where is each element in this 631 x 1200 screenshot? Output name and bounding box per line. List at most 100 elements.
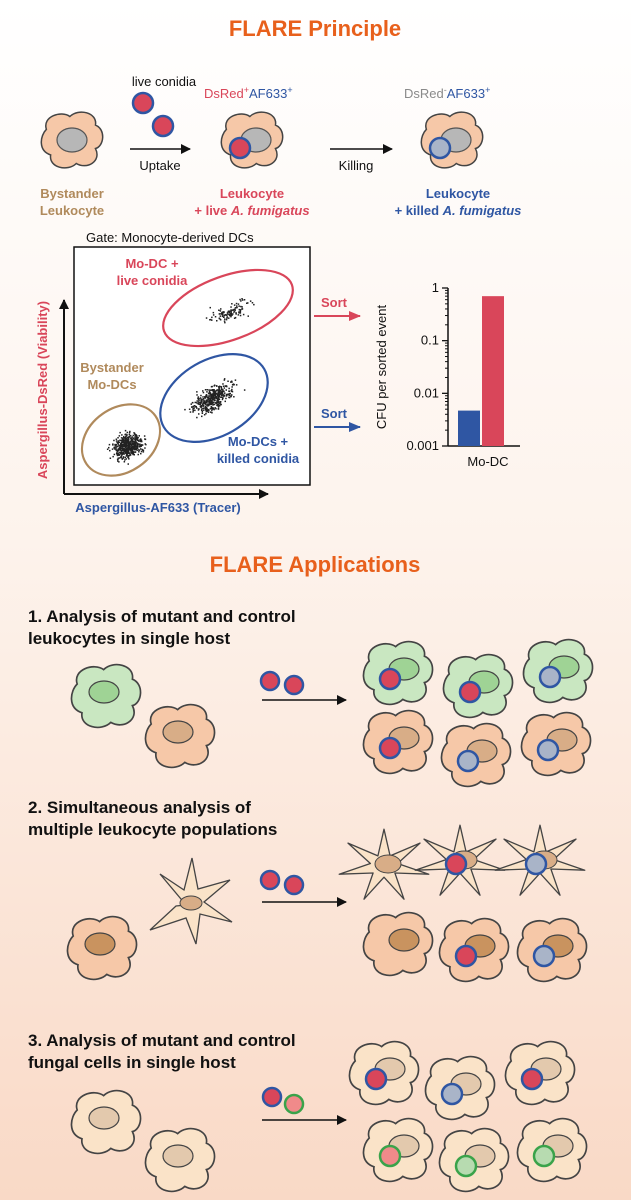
flow-dot [128, 448, 130, 451]
leukocyte-cell [424, 1055, 496, 1121]
flow-dot [212, 407, 214, 409]
flow-dot [125, 440, 127, 442]
flow-dot [114, 444, 116, 447]
conidium [261, 1086, 283, 1108]
flow-dot [184, 408, 186, 411]
flow-dot [131, 445, 133, 447]
flow-dot [217, 397, 220, 399]
flow-dot [210, 399, 213, 402]
flow-dot [210, 402, 212, 405]
flow-dot [132, 434, 135, 437]
bar [482, 296, 504, 446]
flow-dot [239, 310, 242, 313]
flow-dot [132, 437, 135, 439]
flow-dot [234, 309, 236, 311]
cfu-bar-chart: 10.10.010.001 Mo-DC CFU per sorted event [374, 280, 520, 469]
flow-dot [217, 398, 219, 400]
bystander-label-2: Leukocyte [40, 203, 104, 218]
flow-dot [197, 402, 200, 405]
flow-dot [135, 434, 137, 436]
flow-dot [227, 380, 229, 382]
flow-dot [123, 448, 125, 450]
flow-dot [231, 303, 233, 305]
flow-dot [224, 318, 226, 320]
flow-dot [140, 444, 143, 446]
conidium [378, 1144, 402, 1168]
flow-dot [229, 310, 231, 313]
flow-dot [129, 430, 131, 433]
flow-dot [124, 445, 126, 447]
killing-label: Killing [339, 158, 374, 173]
flow-dot [124, 436, 127, 439]
flow-dot [204, 406, 207, 409]
flow-dot [190, 403, 192, 405]
flow-dot [217, 395, 219, 398]
flow-dot [243, 389, 246, 391]
flow-dot [217, 394, 219, 397]
conidium [259, 670, 281, 692]
flow-dot [213, 399, 215, 401]
flow-dot [130, 443, 132, 446]
flow-dot [126, 445, 128, 447]
flow-dot [230, 309, 232, 311]
conidium [378, 736, 402, 760]
flow-dot [206, 409, 209, 411]
flow-dot [138, 449, 141, 451]
flow-dot [204, 405, 207, 408]
flow-dot [214, 394, 217, 396]
flow-dot [227, 313, 229, 316]
flow-dot [239, 309, 242, 311]
flow-dot [241, 298, 243, 300]
flow-dot [221, 396, 223, 398]
flow-dot [223, 387, 226, 389]
flow-dot [191, 406, 193, 408]
flow-dot [132, 443, 135, 446]
flow-dot [213, 391, 216, 393]
flow-dot [209, 399, 211, 402]
flow-dot [128, 436, 131, 438]
flow-dot [200, 394, 202, 397]
flow-dot [206, 401, 209, 403]
flow-dot [209, 319, 211, 321]
flow-dot [135, 447, 137, 450]
flow-dot [198, 398, 200, 400]
flow-dot [127, 437, 130, 440]
flow-dot [114, 443, 116, 446]
flow-dot [138, 443, 140, 445]
flow-dot [128, 433, 131, 436]
flow-dot [118, 444, 120, 447]
flow-dot [131, 449, 133, 451]
app3-title-1: 3. Analysis of mutant and control [28, 1031, 296, 1050]
leukocyte-killed-label-1: Leukocyte [426, 186, 490, 201]
flow-dot [215, 385, 218, 387]
flow-dot [238, 305, 240, 307]
flow-dot [192, 409, 194, 412]
flow-dot [125, 437, 128, 440]
flow-dot [123, 443, 125, 445]
app3-title-2: fungal cells in single host [28, 1053, 236, 1072]
flow-dot [206, 391, 208, 393]
sort-live-label: Sort [321, 295, 348, 310]
flow-dot [114, 448, 116, 450]
flow-dot [135, 441, 137, 444]
flow-dot [215, 408, 217, 410]
flow-dot [120, 451, 123, 453]
flow-dot [195, 406, 197, 408]
flow-dot [202, 390, 204, 392]
flow-dot [227, 394, 230, 396]
flow-dot [210, 394, 213, 397]
flow-dot [125, 458, 127, 460]
flow-dot [109, 449, 111, 452]
flow-dot [207, 398, 210, 400]
gate-label: Gate: Monocyte-derived DCs [86, 230, 254, 245]
flow-dot [134, 437, 137, 439]
flow-dot [203, 407, 205, 409]
flow-dot [210, 397, 213, 399]
flow-dot [117, 450, 119, 453]
flow-dot [219, 310, 222, 312]
flow-dot [209, 397, 211, 400]
flow-dot [132, 440, 135, 443]
flow-dot [132, 445, 135, 448]
flow-dot [126, 450, 129, 453]
flow-dot [144, 447, 146, 449]
